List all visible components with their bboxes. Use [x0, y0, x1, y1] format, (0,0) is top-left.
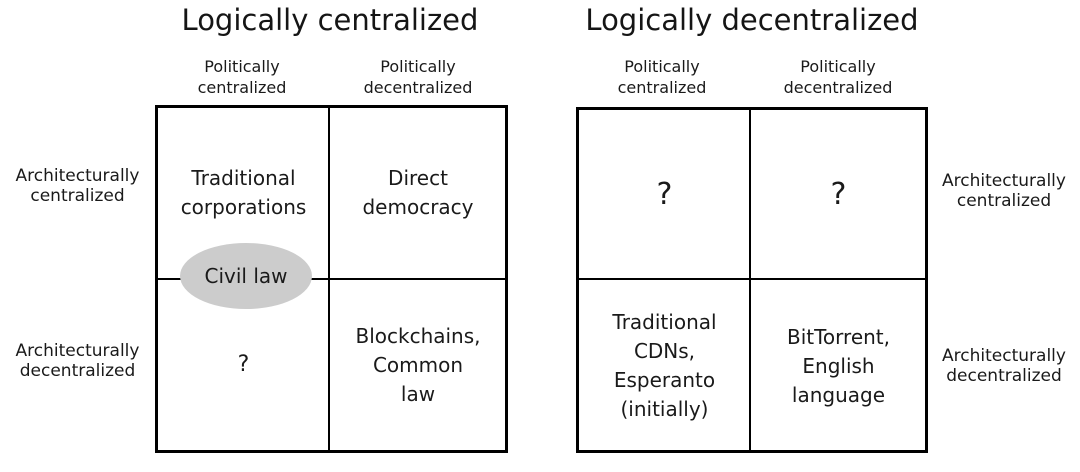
- left-cell-bottom-right-text: Blockchains, Common law: [355, 323, 481, 406]
- civil-law-label: Civil law: [204, 264, 288, 288]
- right-cell-top-right-text: ?: [830, 177, 847, 212]
- left-cell-top-left: Traditional corporations: [158, 108, 329, 278]
- right-cell-bottom-left-text: Traditional CDNs, Esperanto (initially): [612, 310, 717, 421]
- left-matrix-grid: Traditional corporations Direct democrac…: [155, 105, 508, 453]
- right-cell-top-left-text: ?: [656, 177, 673, 212]
- right-cell-bottom-left: Traditional CDNs, Esperanto (initially): [579, 282, 750, 450]
- left-matrix-title: Logically centralized: [181, 3, 479, 37]
- left-col-header-politically-decentralized: Politically decentralized: [363, 57, 473, 97]
- left-cell-bottom-right: Blockchains, Common law: [331, 280, 505, 450]
- right-col-header-politically-centralized: Politically centralized: [617, 57, 707, 97]
- left-col-header-politically-centralized: Politically centralized: [197, 57, 287, 97]
- right-grid-horizontal-divider: [579, 278, 925, 280]
- left-cell-bottom-left: ?: [158, 280, 329, 450]
- right-grid-vertical-divider: [749, 110, 751, 450]
- left-row-label-architecturally-centralized: Architecturally centralized: [15, 166, 140, 206]
- left-cell-bottom-left-text: ?: [237, 352, 250, 377]
- right-matrix-title: Logically decentralized: [585, 3, 919, 37]
- right-row-label-architecturally-centralized: Architecturally centralized: [942, 171, 1066, 211]
- left-row-label-architecturally-decentralized: Architecturally decentralized: [15, 341, 140, 381]
- right-cell-bottom-right: BitTorrent, English language: [752, 282, 925, 450]
- civil-law-ellipse: Civil law: [180, 243, 312, 309]
- left-cell-top-right: Direct democracy: [331, 108, 505, 278]
- left-cell-top-left-text: Traditional corporations: [180, 166, 307, 219]
- right-col-header-politically-decentralized: Politically decentralized: [783, 57, 893, 97]
- right-row-label-architecturally-decentralized: Architecturally decentralized: [942, 346, 1066, 386]
- left-grid-horizontal-divider: [158, 278, 505, 280]
- right-matrix-grid: ? ? Traditional CDNs, Esperanto (initial…: [576, 107, 928, 453]
- left-cell-top-right-text: Direct democracy: [362, 166, 474, 219]
- right-cell-bottom-right-text: BitTorrent, English language: [786, 324, 890, 407]
- right-cell-top-right: ?: [752, 110, 925, 280]
- right-cell-top-left: ?: [579, 110, 750, 280]
